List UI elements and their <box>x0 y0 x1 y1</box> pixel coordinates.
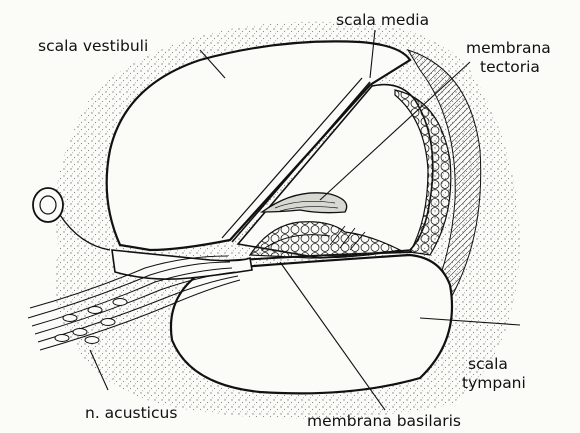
label-membrana-basilaris: membrana basilaris <box>307 413 461 430</box>
label-membrana-tectoria-line2: tectoria <box>480 59 540 76</box>
label-n-acusticus: n. acusticus <box>85 405 177 422</box>
label-scala-vestibuli: scala vestibuli <box>38 38 148 55</box>
label-scala-tympani-line1: scala <box>468 356 508 373</box>
label-scala-media: scala media <box>336 12 429 29</box>
label-membrana-tectoria-line1: membrana <box>466 40 551 57</box>
label-scala-tympani-line2: tympani <box>462 375 526 392</box>
